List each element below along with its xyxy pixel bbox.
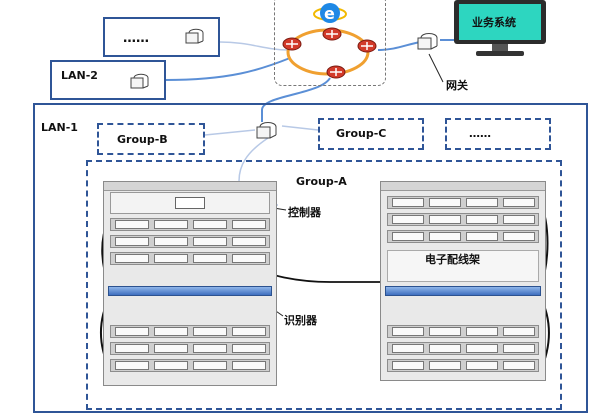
router-icon — [357, 39, 377, 53]
patch-panel — [387, 342, 539, 355]
lan2-box: LAN-2 — [50, 60, 166, 100]
patch-panel — [110, 252, 270, 265]
router-icon — [322, 27, 342, 41]
patch-panel — [110, 218, 270, 231]
monitor-label: 业务系统 — [472, 16, 516, 29]
internet-explorer-icon: e — [312, 0, 348, 26]
svg-text:e: e — [324, 4, 335, 23]
patch-panel — [387, 230, 539, 243]
identifier-strip — [108, 286, 272, 296]
ring-to-lan1-cable — [261, 77, 331, 122]
blank-panel — [387, 250, 539, 282]
patch-panel — [110, 342, 270, 355]
monitor-screen — [459, 4, 541, 40]
patch-panel-label: 电子配线架 — [425, 253, 480, 266]
controller-unit — [110, 192, 270, 214]
business-system-monitor: 业务系统 — [450, 0, 550, 60]
lan1-switch-icon — [256, 122, 277, 139]
group-b-label: Group-B — [117, 133, 168, 146]
lan2-uplink-cable — [164, 57, 291, 81]
identifier-strip — [385, 286, 541, 296]
internet-region — [274, 0, 386, 86]
patch-panel — [387, 213, 539, 226]
top-network-box: …… — [103, 17, 220, 57]
group-more-box: …… — [445, 118, 551, 150]
monitor-stand — [492, 44, 508, 52]
right-cabinet — [380, 181, 546, 381]
switch-icon — [130, 73, 149, 89]
gateway-leader — [428, 53, 444, 83]
group-c-label: Group-C — [336, 127, 387, 140]
switch-to-groupb-cable — [204, 129, 256, 136]
patch-panel — [110, 359, 270, 372]
patch-panel — [387, 325, 539, 338]
group-c-box: Group-C — [318, 118, 424, 150]
patch-panel — [387, 196, 539, 209]
group-b-box: Group-B — [97, 123, 205, 155]
identifier-label: 识别器 — [284, 314, 317, 327]
switch-icon — [185, 28, 204, 44]
group-more-label: …… — [469, 127, 491, 140]
lan2-label: LAN-2 — [61, 69, 98, 82]
cabinet-top — [104, 182, 276, 191]
switch-to-groupc-cable — [281, 125, 319, 131]
router-icon — [326, 65, 346, 79]
controller-label: 控制器 — [288, 206, 321, 219]
lan1-label: LAN-1 — [41, 121, 78, 134]
group-a-label: Group-A — [296, 175, 347, 188]
network-diagram: …… LAN-2 — [33, 0, 588, 413]
patch-panel — [387, 359, 539, 372]
gateway-label: 网关 — [446, 79, 468, 92]
monitor-base — [476, 51, 524, 56]
router-icon — [282, 37, 302, 51]
gateway-switch-icon — [417, 33, 438, 50]
cabinet-top — [381, 182, 545, 191]
router-ring — [282, 27, 377, 79]
top-box-label: …… — [123, 31, 149, 46]
patch-panel — [110, 325, 270, 338]
left-cabinet — [103, 181, 277, 386]
ring-to-gateway-cable — [377, 41, 421, 51]
controller-display — [175, 197, 205, 209]
topbox-uplink-cable — [219, 41, 289, 51]
patch-panel — [110, 235, 270, 248]
